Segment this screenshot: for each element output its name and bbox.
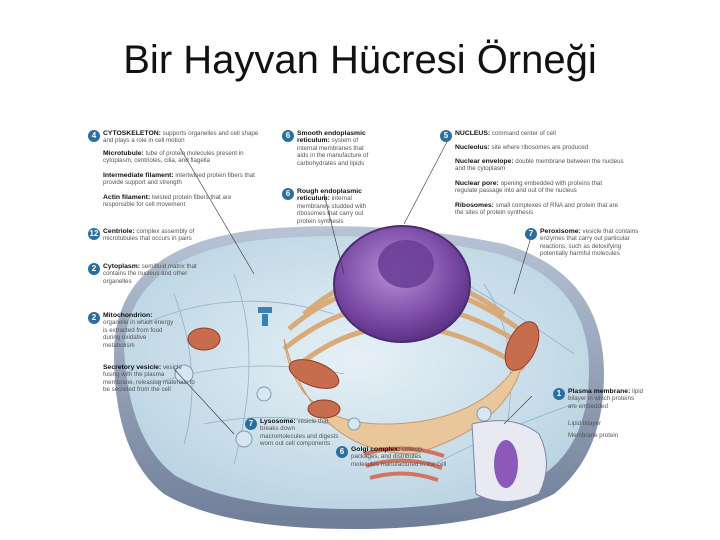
label-envelope-head: Nuclear envelope: [455, 158, 514, 165]
label-nucleus-text: command center of cell [492, 130, 556, 137]
badge-cytoskeleton: 4 [88, 130, 100, 142]
badge-peroxisome: 7 [525, 228, 537, 240]
label-nucleolus-head: Nucleolus: [455, 144, 490, 151]
label-actin-head: Actin filament: [103, 194, 150, 201]
label-lysosome: Lysosome: vesicle that breaks down macro… [260, 418, 340, 448]
label-intermediate-head: Intermediate filament: [103, 172, 174, 179]
label-secretory-vesicle: Secretory vesicle: vesicle fusing with t… [103, 364, 195, 394]
badge-centriole: 12 [88, 228, 100, 240]
badge-nucleus: 5 [440, 130, 452, 142]
label-lipid-bilayer: Lipid bilayer [568, 420, 644, 427]
label-actin-filament: Actin filament: twisted protein fibers t… [103, 194, 263, 209]
label-golgi: Golgi complex: collects, packages, and d… [351, 446, 447, 468]
label-nucleolus-text: site where ribosomes are produced [491, 144, 588, 151]
label-ribosomes-head: Ribosomes: [455, 202, 494, 209]
animal-cell-figure: 4 CYTOSKELETON: supports organelles and … [84, 124, 644, 534]
label-pore-head: Nuclear pore: [455, 180, 499, 187]
label-cytoskeleton: CYTOSKELETON: supports organelles and ce… [103, 130, 263, 145]
label-mitochondrion-text: organelle in which energy is extracted f… [103, 319, 173, 348]
slide-title: Bir Hayvan Hücresi Örneği [0, 38, 720, 83]
badge-rough-er: 6 [282, 188, 294, 200]
label-centriole-head: Centriole: [103, 228, 135, 235]
label-rough-er: Rough endoplasmic reticulum: internal me… [297, 188, 369, 225]
label-peroxisome: Peroxisome: vesicle that contains enzyme… [540, 228, 640, 258]
label-ribosomes: Ribosomes: small complexes of RNA and pr… [455, 202, 625, 217]
badge-mitochondrion: 2 [88, 312, 100, 324]
badge-golgi: 6 [336, 446, 348, 458]
label-centriole: Centriole: complex assembly of microtubu… [103, 228, 223, 243]
label-membrane-protein: Membrane protein [568, 432, 644, 439]
label-smooth-er: Smooth endoplasmic reticulum: system of … [297, 130, 369, 167]
label-nucleus-head: NUCLEUS: [455, 130, 490, 137]
label-nuclear-pore: Nuclear pore: opening embedded with prot… [455, 180, 625, 195]
badge-cytoplasm: 2 [88, 263, 100, 275]
label-nucleolus: Nucleolus: site where ribosomes are prod… [455, 144, 635, 151]
label-cytoplasm: Cytoplasm: semifluid matrix that contain… [103, 263, 207, 285]
label-mitochondrion-head: Mitochondrion: [103, 312, 152, 319]
label-plasma-head: Plasma membrane: [568, 388, 630, 395]
label-peroxisome-head: Peroxisome: [540, 228, 581, 235]
label-rough-er-head: Rough endoplasmic reticulum: [297, 188, 362, 202]
label-cytoplasm-head: Cytoplasm: [103, 263, 140, 270]
label-mitochondrion: Mitochondrion: organelle in which energy… [103, 312, 179, 349]
label-lysosome-head: Lysosome: [260, 418, 296, 425]
badge-lysosome: 7 [245, 418, 257, 430]
label-golgi-head: Golgi complex: [351, 446, 400, 453]
badge-smooth-er: 6 [282, 130, 294, 142]
badge-plasma-membrane: 1 [553, 388, 565, 400]
label-secretory-head: Secretory vesicle: [103, 364, 161, 371]
label-nuclear-envelope: Nuclear envelope: double membrane betwee… [455, 158, 625, 173]
label-cytoskeleton-head: CYTOSKELETON: [103, 130, 161, 137]
label-microtubule: Microtubule: tube of protein molecules p… [103, 150, 263, 165]
label-intermediate-filament: Intermediate filament: intertwined prote… [103, 172, 263, 187]
label-nucleus: NUCLEUS: command center of cell [455, 130, 635, 137]
label-microtubule-head: Microtubule: [103, 150, 144, 157]
label-plasma-membrane: Plasma membrane: lipid bilayer in which … [568, 388, 644, 410]
